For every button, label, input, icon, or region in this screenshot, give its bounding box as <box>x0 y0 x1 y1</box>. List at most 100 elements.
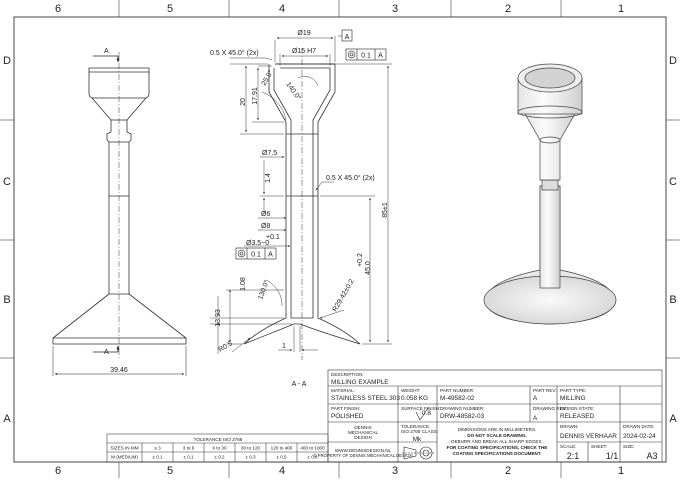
zone-row-label: A <box>669 413 677 425</box>
description-value: MILLING EXAMPLE <box>331 379 389 386</box>
tolerance-cell: ± 0.2 <box>214 455 225 460</box>
zone-col-label: 4 <box>279 465 285 477</box>
front-view <box>52 52 187 358</box>
zone-row-label: A <box>3 413 11 425</box>
company-name-line3: DESIGN <box>354 435 372 440</box>
zone-row-label: C <box>669 176 677 188</box>
tolerance-table-frame <box>106 433 329 463</box>
tolerance-table-title: TOLERANCE ISO 2768 <box>194 437 243 442</box>
dim-chamfer-mid: 0.5 X 45.0° (2x) <box>326 174 375 182</box>
drawn-date-label: DRAWN DATE: <box>623 424 655 429</box>
tolerance-header: 30 to 120 <box>241 446 261 451</box>
dim-1-08: 1.08 <box>240 277 247 291</box>
dim-r29-42: R29.42±0.2 <box>332 278 356 313</box>
zone-row-label: D <box>669 55 677 67</box>
description-label: DESCRIPTION: <box>331 372 364 377</box>
fcf-datum-lower: A <box>268 252 273 259</box>
dim-dia19: Ø19 <box>297 30 310 37</box>
tolerance-header: 6 to 30 <box>212 446 226 451</box>
title-block-frame <box>327 369 663 463</box>
drawing-number-value: DRW-48582-03 <box>440 413 485 420</box>
size-value: A3 <box>646 451 657 461</box>
design-state-value: RELEASED <box>560 413 594 420</box>
dim-r0-5: R0.5 <box>218 340 234 354</box>
scale-value: 2:1 <box>567 451 580 461</box>
tolerance-cell: ± 0.1 <box>183 455 194 460</box>
zone-col-label: 5 <box>167 465 173 477</box>
zone-col-label: 3 <box>392 3 398 15</box>
zone-col-label: 6 <box>55 465 61 477</box>
dim-17-91: 17.91 <box>252 87 259 105</box>
isometric-view <box>483 63 617 325</box>
note-deburr: DEBURR AND BREAK ALL SHARP EDGES. <box>451 439 543 444</box>
dim-dia15: Ø15 H7 <box>292 48 316 55</box>
width-dimension-value: 39.46 <box>110 367 128 374</box>
tolerance-class-label: ISO 2768 CLASS: <box>401 429 438 434</box>
dim-dia6: Ø6 <box>261 211 270 218</box>
datum-label: A <box>345 34 350 41</box>
drawn-label: DRAWN: <box>560 424 578 429</box>
weight-label: WEIGHT: <box>401 388 420 393</box>
zone-row-label: D <box>3 55 11 67</box>
dim-45: 45.0 <box>365 261 372 275</box>
drawn-value: DENNIS VERHAAR <box>560 433 617 440</box>
tolerance-cell: ± 0.5 <box>276 455 287 460</box>
section-dimension-lines <box>210 35 392 354</box>
zone-col-label: 2 <box>505 465 511 477</box>
zone-col-label: 4 <box>279 3 285 15</box>
dim-tol-plus02: +0.2 <box>357 253 364 267</box>
fcf-texts: A 0.1 A 0.1 A <box>251 34 383 259</box>
dim-chamfer-top: 0.5 X 45.0° (2x) <box>210 49 259 57</box>
dim-20: 20 <box>240 98 247 106</box>
dim-dia3-5: Ø3.5−0 <box>246 240 269 247</box>
tolerance-cell: ± 0.1 <box>152 455 163 460</box>
section-marker-top: A <box>104 48 109 55</box>
dim-1-4: 1.4 <box>265 173 272 183</box>
zone-row-label: B <box>3 294 10 306</box>
dim-dia8: Ø8 <box>261 223 270 230</box>
zone-col-label: 2 <box>505 3 511 15</box>
width-dimension <box>52 346 187 376</box>
datum-feature-a <box>235 29 387 260</box>
dim-1: 1 <box>282 343 286 350</box>
part-number-value: M-49582-02 <box>440 395 475 402</box>
part-rev-label: PART REV: <box>533 388 557 393</box>
zone-labels: 6 5 4 3 2 1 6 5 4 3 2 1 D C B A D C B A <box>3 3 677 477</box>
tolerance-cell: ± 0.3 <box>245 455 256 460</box>
tolerance-table-texts: TOLERANCE ISO 2768 SIZES IN MM ≤ 3 3 to … <box>110 437 325 460</box>
zone-col-label: 1 <box>618 465 624 477</box>
note-dimensions: DIMENSIONS ARE IN MILLIMETERS. <box>458 427 537 432</box>
part-rev-value: A <box>533 395 538 402</box>
copyright-text: © PROPERTY OF DENNIS MECHANICAL DESIGN <box>313 453 412 458</box>
title-block-texts: DESCRIPTION: MILLING EXAMPLE MATERIAL: S… <box>313 372 657 461</box>
part-type-value: MILLING <box>560 395 586 402</box>
company-name-line2: MECHANICAL <box>348 430 379 435</box>
tolerance-header: SIZES IN MM <box>110 446 138 451</box>
part-finish-value: POLISHED <box>331 413 364 420</box>
surface-finish-value: 0.8 <box>422 410 431 417</box>
part-finish-label: PART FINISH: <box>331 406 360 411</box>
tolerance-cell: ± 0.8 <box>307 455 318 460</box>
section-marker-bottom: A <box>104 349 109 356</box>
zone-col-label: 6 <box>55 3 61 15</box>
dim-tol-plus01: +0.1 <box>266 234 280 241</box>
dim-13-93: 13.93 <box>215 309 222 327</box>
surface-finish-label: SURFACE FINISH: <box>401 406 440 411</box>
fcf-datum: A <box>378 53 383 60</box>
company-website: WWW.DENNISDESIGN.NL <box>335 448 392 453</box>
projection-symbol <box>402 446 434 460</box>
tolerance-header: 400 to 1000 <box>300 446 325 451</box>
company-name-line1: DENNIS <box>354 425 371 430</box>
dim-85: 85±1 <box>382 202 389 218</box>
design-state-label: DESIGN STATE: <box>560 406 594 411</box>
drawing-rev-value: A <box>533 415 538 422</box>
part-number-label: PART NUMBER: <box>440 388 474 393</box>
section-dimension-texts: Ø19 Ø15 H7 0.5 X 45.0° (2x) 20 17.91 25.… <box>210 30 389 354</box>
zone-col-label: 1 <box>618 3 624 15</box>
section-view <box>243 48 361 360</box>
dim-dia7-5: Ø7.5 <box>262 150 277 157</box>
note-do-not-scale: DO NOT SCALE DRAWING. <box>467 433 526 438</box>
note-coating: FOR COATING SPECIFICATIONS, CHECK THE <box>447 445 548 450</box>
